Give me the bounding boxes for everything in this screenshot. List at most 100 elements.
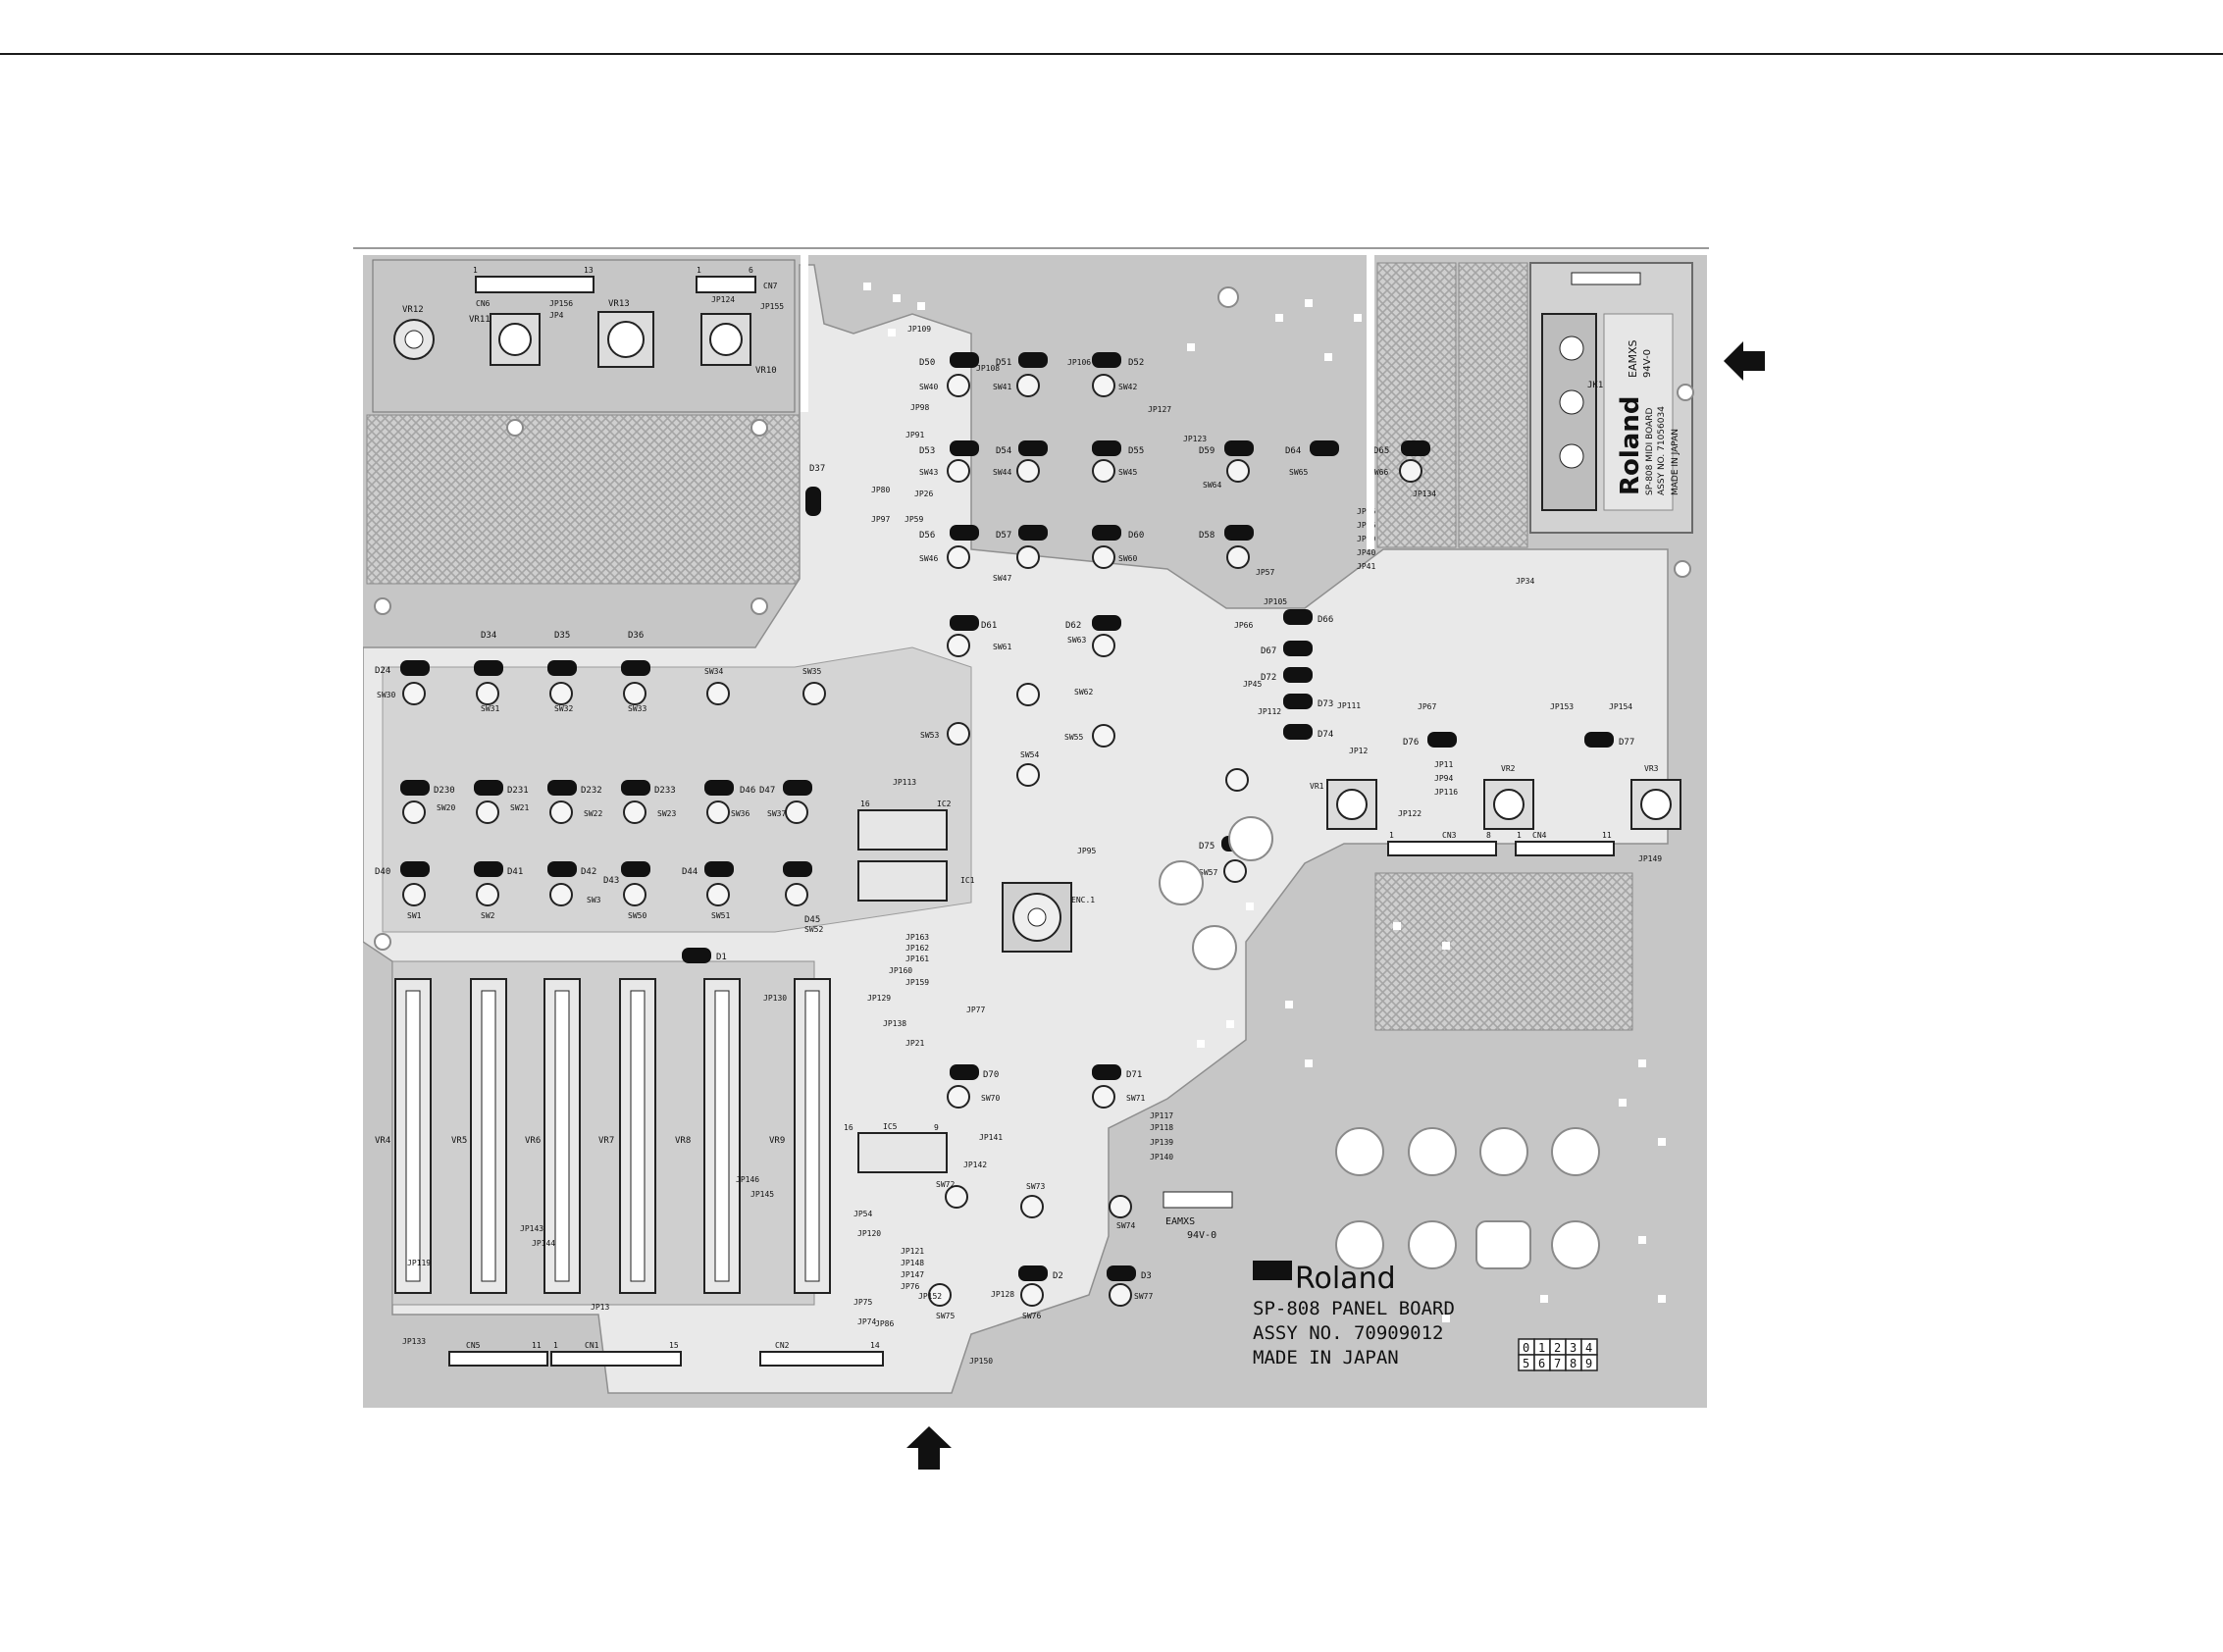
sw42-label: SW42: [1118, 383, 1137, 391]
jp86-label: JP86: [875, 1319, 894, 1328]
led-label-d53: D53: [919, 446, 935, 456]
sw20-label: SW20: [437, 803, 455, 812]
jp75-label: JP75: [853, 1298, 872, 1307]
fader-region: [391, 960, 815, 1306]
led-label-d50: D50: [919, 358, 935, 368]
gap-strip-right: [1367, 255, 1374, 549]
serial-grid: 0 1 2 3 4 5 6 7 8 9: [1518, 1338, 1598, 1371]
sw71-label: SW71: [1126, 1094, 1145, 1103]
cn5-label: CN5: [466, 1341, 481, 1350]
serial-3: 3: [1570, 1341, 1577, 1355]
sw63-label: SW63: [1067, 636, 1086, 645]
led-label-d40: D40: [375, 867, 390, 877]
led-label-d74: D74: [1318, 730, 1333, 740]
jp161-label: JP161: [905, 955, 929, 963]
jp21-label: JP21: [905, 1039, 924, 1048]
sw33-label: SW33: [628, 704, 646, 713]
led-label-d1: D1: [716, 953, 727, 962]
vr3-label: VR3: [1644, 764, 1659, 773]
gap-strip-left: [801, 255, 808, 412]
led-label-d43: D43: [603, 876, 619, 886]
cn2-pin-b: 14: [870, 1341, 880, 1350]
pcb-board-diagram: VR12 VR11 VR13 VR10 1 13 CN6 1 6 CN7 JP1…: [363, 255, 1707, 1408]
led-label-d57: D57: [996, 531, 1011, 541]
sw3-label: SW3: [587, 896, 601, 904]
cn1-label: CN1: [585, 1341, 599, 1350]
sw1-label: SW1: [407, 911, 422, 920]
sw41-label: SW41: [993, 383, 1011, 391]
jp40-label: JP40: [1357, 548, 1375, 557]
sw53-label: SW53: [920, 731, 939, 740]
sw64-label: SW64: [1203, 481, 1221, 490]
jp150-label: JP150: [969, 1357, 993, 1366]
led-label-d34: D34: [481, 631, 496, 641]
led-label-d52: D52: [1128, 358, 1144, 368]
led-label-d36: D36: [628, 631, 644, 641]
cn5-pin-b: 11: [532, 1341, 542, 1350]
led-label-d55: D55: [1128, 446, 1144, 456]
sw61-label: SW61: [993, 643, 1011, 651]
vr2-label: VR2: [1501, 764, 1516, 773]
ic5-label: IC5: [883, 1122, 898, 1131]
jp123-label: JP123: [1183, 435, 1207, 443]
jp158-label: JP4: [549, 311, 564, 320]
sw70-label: SW70: [981, 1094, 1000, 1103]
jp153-label: JP153: [1550, 702, 1574, 711]
cn7-pin-b: 6: [749, 266, 753, 275]
jp147-label: JP147: [901, 1270, 924, 1279]
cn7-connector: 1 6 CN7: [696, 266, 778, 293]
vr13-label: VR13: [608, 299, 630, 309]
serial-2: 2: [1554, 1341, 1561, 1355]
led-label-d232: D232: [581, 786, 602, 796]
sw55-label: SW55: [1064, 733, 1083, 742]
vr10-pot: VR10: [700, 313, 777, 376]
jp77-label: JP77: [966, 1006, 985, 1014]
jp142-label: JP142: [963, 1161, 987, 1169]
encoder-label: ENC.1: [1071, 896, 1095, 904]
jp109-label: JP109: [907, 325, 931, 334]
sw21-label: SW21: [510, 803, 529, 812]
jp134-label: JP134: [1413, 490, 1436, 498]
sw44-label: SW44: [993, 468, 1011, 477]
ic2-pin16: 16: [860, 800, 870, 808]
jp146-label: JP146: [736, 1175, 759, 1184]
sw47-label: SW47: [993, 574, 1011, 583]
midi-brand: Roland: [1616, 396, 1645, 495]
board-brand: Roland: [1295, 1262, 1396, 1296]
vr12-label: VR12: [402, 305, 424, 315]
jp39-label: JP39: [1357, 535, 1375, 543]
sw76-label: SW76: [1022, 1312, 1041, 1320]
sw54-label: SW54: [1020, 750, 1039, 759]
jp139-label: JP139: [1150, 1138, 1173, 1147]
jp45-label: JP45: [1243, 680, 1262, 689]
led-label-d64: D64: [1285, 446, 1301, 456]
ic1-chip: IC1: [857, 860, 975, 902]
jp108-label: JP108: [976, 364, 1000, 373]
cn1-pin-a: 1: [553, 1341, 558, 1350]
jp26-label: JP26: [914, 490, 933, 498]
jp138-label: JP138: [883, 1019, 906, 1028]
midi-assy-no: ASSY NO. 71056034: [1657, 406, 1667, 495]
led-label-d233: D233: [654, 786, 676, 796]
cn1-connector: 1 CN1 15: [550, 1341, 682, 1367]
led-pads-bottom: D70 D71 D2 D3: [950, 1064, 1152, 1281]
midi-jk1-label: JK1: [1587, 381, 1603, 390]
sw62-label: SW62: [1074, 688, 1093, 697]
cn6-pin-a: 1: [473, 266, 478, 275]
ic5-chip: IC5 16 9: [844, 1122, 948, 1173]
sw45-label: SW45: [1118, 468, 1137, 477]
vr11-pot: VR11: [469, 313, 541, 366]
cn1-pin-b: 15: [669, 1341, 679, 1350]
vr11-label: VR11: [469, 315, 491, 325]
midi-origin: MADE IN JAPAN: [1671, 429, 1680, 495]
arrow-left-icon: [1724, 341, 1765, 381]
jp121-label: JP121: [901, 1247, 924, 1256]
sw51-label: SW51: [711, 911, 730, 920]
jp122-label: JP122: [1398, 809, 1422, 818]
vr5-label: VR5: [451, 1136, 467, 1146]
led-label-d61: D61: [981, 621, 997, 631]
led-label-d70: D70: [983, 1070, 999, 1080]
switch-cluster-region: [382, 646, 972, 933]
jp154-label: JP154: [1609, 702, 1632, 711]
led-label-d24: D24: [375, 666, 390, 676]
